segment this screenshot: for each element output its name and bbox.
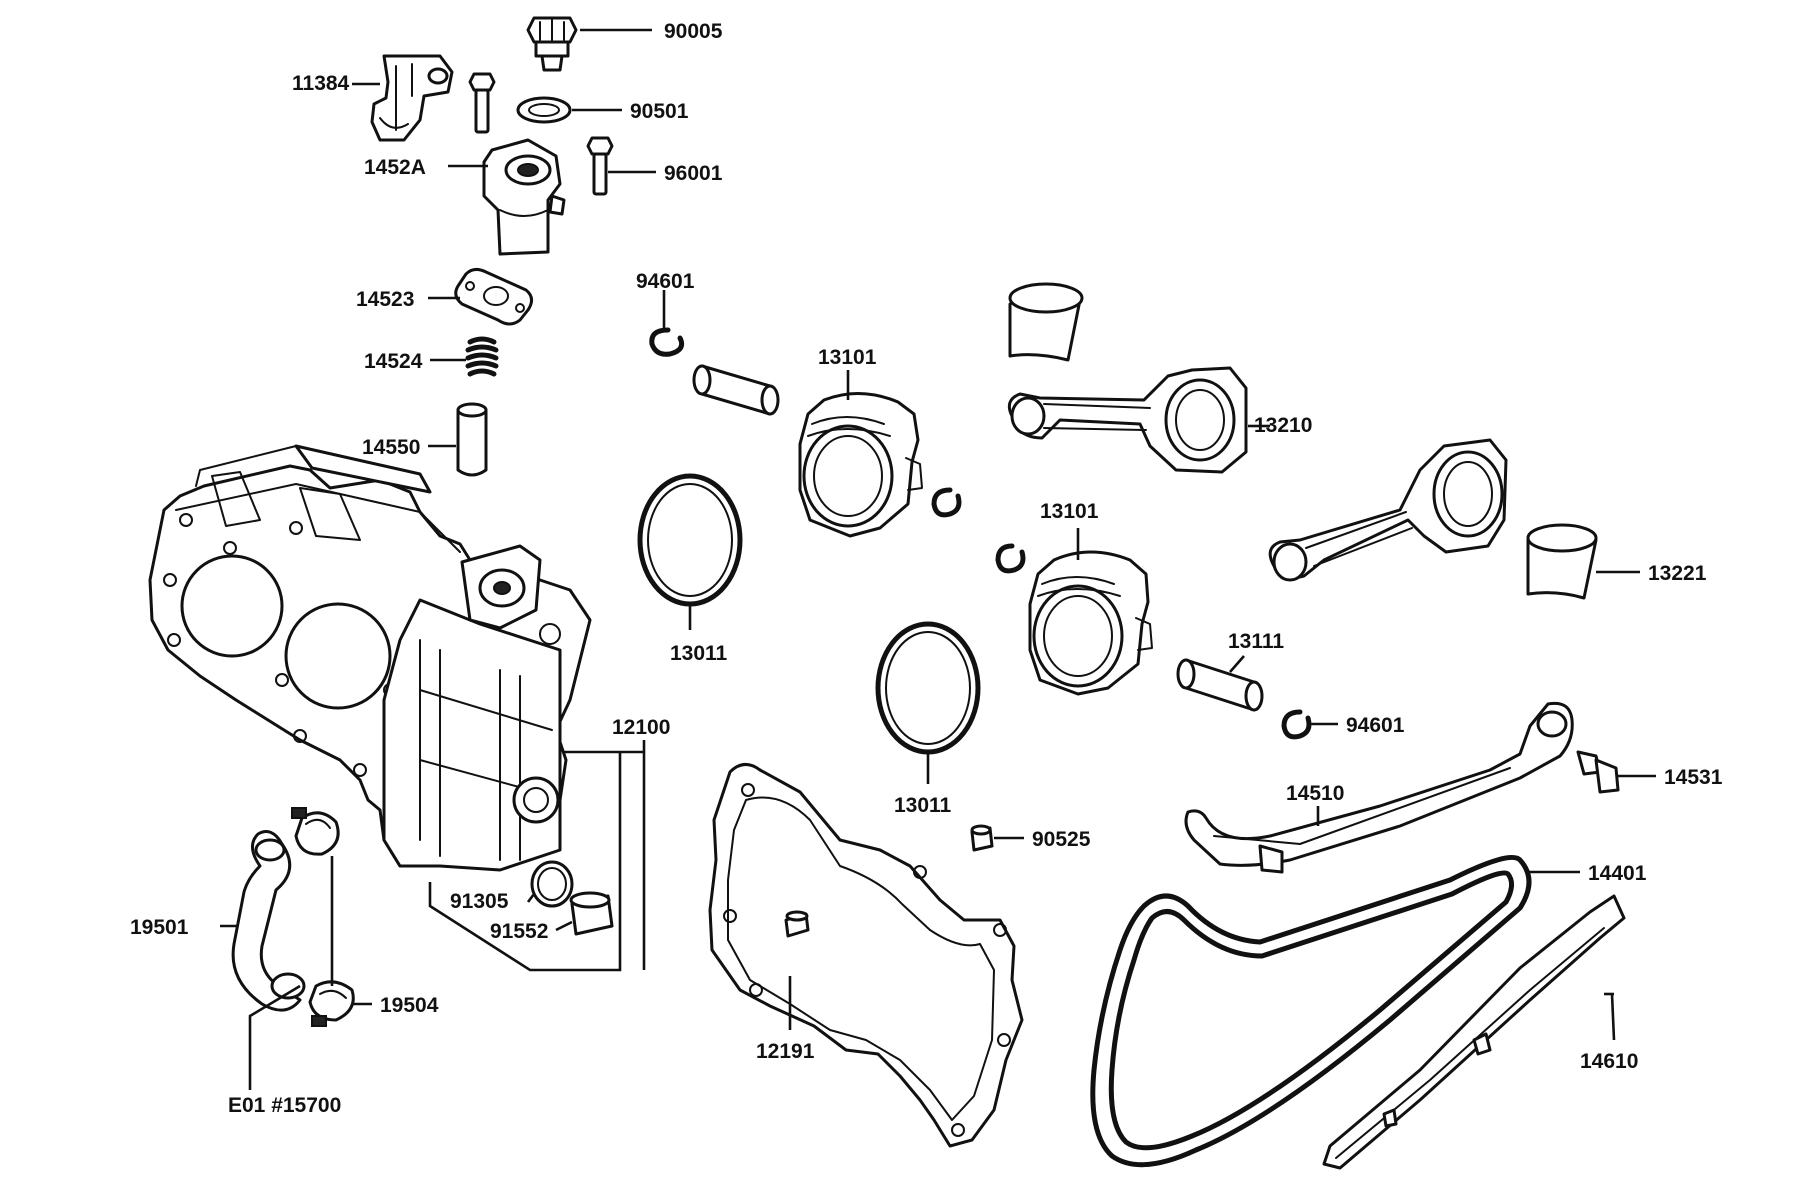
label-13011-lower: 13011 bbox=[894, 794, 952, 817]
bolt-14531 bbox=[1576, 750, 1620, 794]
label-12100: 12100 bbox=[612, 716, 670, 739]
washer-90501 bbox=[516, 96, 572, 124]
piston-pin-upper bbox=[692, 364, 780, 416]
piston-13101-upper bbox=[798, 391, 923, 538]
label-13111: 13111 bbox=[1228, 630, 1284, 653]
ring-set-13011-upper bbox=[637, 473, 743, 607]
label-91552: 91552 bbox=[490, 920, 548, 943]
bolt-small bbox=[468, 72, 496, 134]
plug-bolt-90005 bbox=[526, 16, 578, 72]
spring-14524 bbox=[465, 336, 499, 377]
label-96001: 96001 bbox=[664, 162, 723, 185]
circlip-mid bbox=[995, 543, 1026, 574]
bolt-96001 bbox=[586, 136, 614, 196]
label-90525: 90525 bbox=[1032, 828, 1091, 851]
connecting-rod-lower bbox=[1268, 438, 1508, 582]
label-14523: 14523 bbox=[356, 288, 414, 311]
label-1452A: 1452A bbox=[364, 156, 426, 179]
label-13210: 13210 bbox=[1254, 414, 1312, 437]
locating-pin-90525 bbox=[970, 824, 994, 852]
label-14550: 14550 bbox=[362, 436, 420, 459]
label-91305: 91305 bbox=[450, 890, 509, 913]
bracket-11384 bbox=[370, 54, 454, 142]
label-90501: 90501 bbox=[630, 100, 689, 123]
ring-set-13011-lower bbox=[875, 621, 981, 755]
tensioner-guide-14510 bbox=[1184, 701, 1574, 874]
oring-91305 bbox=[530, 860, 574, 908]
hose-19501 bbox=[231, 830, 306, 1012]
label-11384: 11384 bbox=[292, 72, 350, 95]
label-13011-upper: 13011 bbox=[670, 642, 728, 665]
label-14510: 14510 bbox=[1286, 782, 1344, 805]
base-gasket-12191 bbox=[708, 763, 1024, 1148]
tensioner-body-1452A bbox=[482, 138, 566, 256]
piston-13101-lower bbox=[1028, 550, 1153, 696]
label-14610: 14610 bbox=[1580, 1050, 1638, 1073]
label-14524: 14524 bbox=[364, 350, 423, 373]
plunger-14550 bbox=[456, 402, 488, 477]
gasket-14523 bbox=[454, 267, 533, 326]
bearing-upper bbox=[1008, 282, 1084, 362]
label-19501: 19501 bbox=[130, 916, 189, 939]
label-e01-15700: E01 #15700 bbox=[228, 1094, 341, 1117]
bushing-91552 bbox=[569, 891, 614, 936]
label-14401: 14401 bbox=[1588, 862, 1647, 885]
label-13101-upper: 13101 bbox=[818, 346, 877, 369]
label-94601-lower: 94601 bbox=[1346, 714, 1405, 737]
label-90005: 90005 bbox=[664, 20, 723, 43]
label-13101-lower: 13101 bbox=[1040, 500, 1099, 523]
clamp-upper bbox=[291, 807, 340, 856]
connecting-rod-13210 bbox=[1007, 366, 1248, 474]
label-13221: 13221 bbox=[1648, 562, 1707, 585]
circlip-94601-top bbox=[649, 327, 685, 357]
circlip-near-piston-upper bbox=[931, 487, 962, 518]
bearing-13221 bbox=[1526, 523, 1598, 600]
label-19504: 19504 bbox=[380, 994, 439, 1017]
circlip-94601-lower bbox=[1281, 709, 1312, 740]
label-14531: 14531 bbox=[1664, 766, 1723, 789]
label-12191: 12191 bbox=[756, 1040, 815, 1063]
clamp-19504 bbox=[308, 980, 355, 1027]
label-94601-top: 94601 bbox=[636, 270, 695, 293]
chain-guide-14610 bbox=[1322, 894, 1626, 1170]
cam-chain-14401 bbox=[1090, 855, 1532, 1168]
cylinder-block-12100 bbox=[148, 444, 592, 872]
piston-pin-13111 bbox=[1176, 658, 1264, 712]
